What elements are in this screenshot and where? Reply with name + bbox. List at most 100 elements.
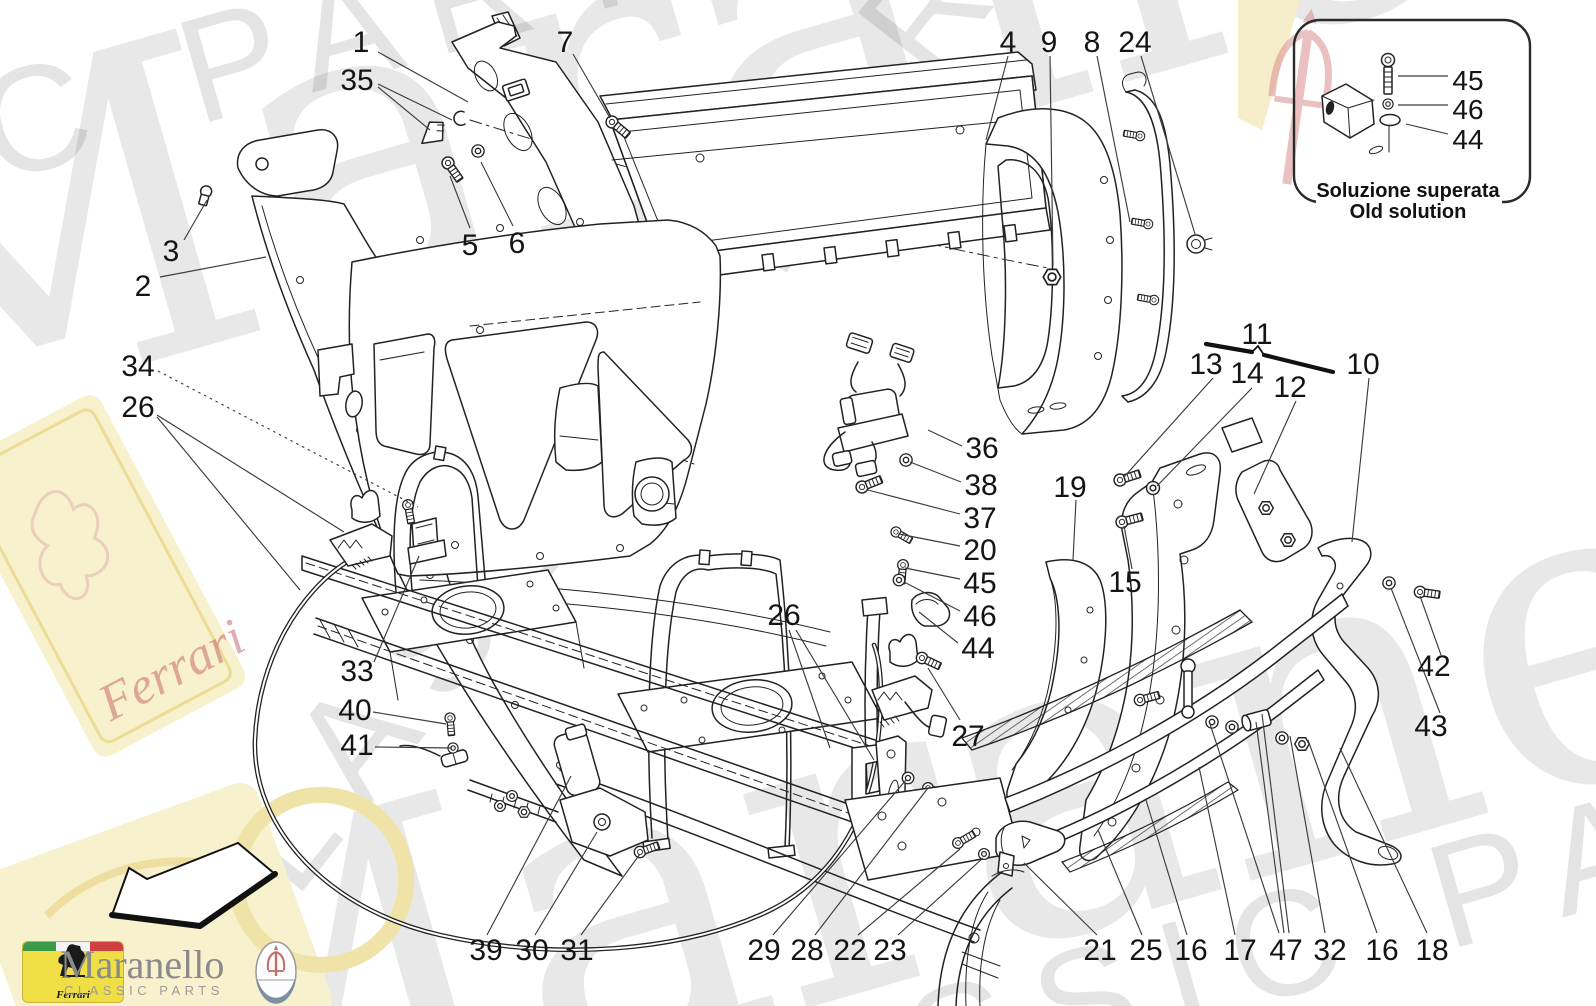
leader-line-38 — [909, 461, 962, 483]
callout-30: 30 — [515, 934, 548, 967]
leader-line-32 — [1289, 735, 1326, 934]
callout-46: 46 — [963, 600, 996, 633]
leader-line-17 — [1198, 766, 1236, 936]
leader-line-7 — [572, 53, 611, 119]
leader-line-31 — [580, 853, 641, 936]
leader-line-9 — [1049, 55, 1054, 267]
callout-15: 15 — [1108, 566, 1141, 599]
leader-line-6 — [480, 161, 514, 227]
washer-23 — [977, 847, 991, 861]
mesh-grille — [599, 51, 1051, 283]
leader-line-45 — [904, 567, 961, 580]
leader-line-10 — [1351, 377, 1370, 543]
leader-lines — [156, 51, 1449, 936]
leader-line-3 — [183, 199, 208, 241]
callout-31: 31 — [560, 934, 593, 967]
callout-23: 23 — [873, 934, 906, 967]
latch-left — [329, 489, 447, 570]
leader-line-18 — [1339, 747, 1428, 934]
callout-28: 28 — [790, 934, 823, 967]
leader-line-16 — [1145, 799, 1188, 936]
callout-1: 1 — [353, 26, 370, 59]
callout-2: 2 — [135, 270, 152, 303]
latch-motor-assembly — [399, 711, 662, 860]
inset-title-english: Old solution — [1350, 201, 1467, 223]
callout-6: 6 — [509, 227, 526, 260]
leader-line-40 — [372, 711, 447, 725]
wheel-arch — [937, 869, 1025, 1006]
callout-45: 45 — [963, 567, 996, 600]
callout-35: 35 — [340, 64, 373, 97]
leader-line-16 — [1307, 739, 1378, 934]
leader-line-26 — [156, 416, 301, 591]
leader-line-8 — [1096, 55, 1131, 223]
leader-line-42 — [1419, 595, 1442, 656]
callout-3: 3 — [163, 235, 180, 268]
leader-line-12 — [1253, 400, 1297, 495]
leader-line-43 — [1390, 587, 1441, 714]
leader-line-39 — [486, 775, 572, 936]
leader-line-27 — [927, 667, 961, 721]
leader-line-41 — [374, 746, 453, 749]
leader-line-44 — [1405, 123, 1449, 135]
upper-fasteners — [198, 110, 633, 207]
callout-29: 29 — [747, 934, 780, 967]
leader-line-5 — [449, 175, 471, 229]
callout-4: 4 — [1000, 26, 1017, 59]
callout-8: 8 — [1084, 26, 1101, 59]
leader-line-4 — [985, 55, 1009, 141]
callout-12: 12 — [1273, 371, 1306, 404]
inset-old-solution: Soluzione superata Old solution — [1292, 18, 1532, 223]
leader-line-30 — [534, 831, 598, 936]
callout-46: 46 — [1452, 94, 1483, 125]
rear-quarter-frame — [982, 108, 1123, 435]
ferrari-shield-logo: Ferrari — [22, 941, 124, 1003]
leader-line-14 — [1156, 387, 1253, 487]
callout-9: 9 — [1041, 26, 1058, 59]
sill-trims — [960, 593, 1349, 877]
leader-line-22 — [857, 848, 961, 936]
callout-41: 41 — [340, 729, 373, 762]
callout-16: 16 — [1174, 934, 1207, 967]
callout-26: 26 — [121, 391, 154, 424]
leader-line-24 — [1140, 55, 1196, 235]
inset-hardware — [1321, 52, 1401, 155]
artwork-layer: Soluzione superata Old solution — [109, 11, 1532, 1006]
callout-42: 42 — [1417, 650, 1450, 683]
callout-14: 14 — [1230, 357, 1263, 390]
direction-arrow — [109, 841, 278, 929]
callout-19: 19 — [1053, 471, 1086, 504]
washer-14 — [1145, 480, 1161, 496]
leader-line-35 — [377, 86, 431, 131]
washer-6 — [471, 144, 485, 158]
callout-37: 37 — [963, 502, 996, 535]
callout-44: 44 — [1452, 124, 1483, 155]
leader-line-23 — [897, 857, 984, 936]
callout-24: 24 — [1118, 26, 1151, 59]
callout-34: 34 — [121, 350, 154, 383]
bush-24 — [1186, 234, 1206, 254]
callout-21: 21 — [1083, 934, 1116, 967]
trident-icon — [266, 945, 286, 976]
callout-27: 27 — [951, 720, 984, 753]
leader-line-44 — [918, 611, 959, 644]
leader-line-19 — [1072, 499, 1077, 561]
callout-39: 39 — [469, 934, 502, 967]
callout-11: 11 — [1241, 318, 1272, 351]
callout-25: 25 — [1129, 934, 1162, 967]
maserati-badge: MASERATI — [255, 941, 297, 1004]
fastener-row — [1132, 658, 1310, 751]
nut-9 — [1042, 268, 1062, 286]
center-trim-panel — [317, 218, 831, 647]
callout-17: 17 — [1223, 934, 1256, 967]
callout-45: 45 — [1452, 65, 1483, 96]
inset-title-italian: Soluzione superata — [1316, 180, 1500, 202]
leader-line-15 — [1123, 525, 1133, 570]
callout-33: 33 — [340, 655, 373, 688]
leader-line-26 — [795, 629, 875, 761]
callout-22: 22 — [833, 934, 866, 967]
prancing-horse-icon — [58, 944, 86, 977]
classic-parts-tagline: CLASSIC PARTS — [64, 983, 224, 998]
